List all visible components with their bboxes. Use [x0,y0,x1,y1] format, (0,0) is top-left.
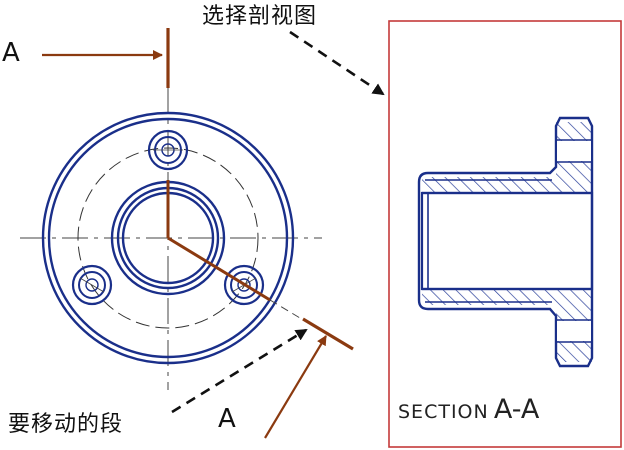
view-arrow-bottom [264,335,327,439]
cut-label-top: A [2,38,20,68]
section-view-caption[interactable]: SECTION A-A [398,396,539,423]
cut-segment-tail [269,299,306,322]
section-view-drawing[interactable] [417,116,594,368]
callout-leader-select-view [289,30,385,96]
section-caption-name: A-A [493,394,540,425]
bore-section [420,191,594,291]
callout-select-section-view: 选择剖视图 [202,4,318,29]
hub-wall-bottom-hatch [422,289,556,305]
cutting-plane-line[interactable] [42,28,354,439]
bolt-hole-top [147,129,189,171]
cut-label-bottom: A [218,404,236,434]
flange-front-view[interactable] [20,88,322,390]
bolt-hole-top-void [557,141,591,161]
hub-wall-top-hatch [422,177,556,193]
bolt-hole-left [71,264,113,306]
cut-segment-diagonal[interactable] [167,236,271,302]
callout-leader-segment [171,328,308,414]
flange-outer-edge [41,111,295,365]
section-outline [417,116,594,368]
bolt-circle [77,147,259,329]
flange-outer-chamfer [47,117,289,359]
bolt-hole-bottom-void [557,321,591,341]
bolt-hole-right [223,264,265,306]
section-view-frame[interactable] [388,20,622,448]
section-caption-prefix: SECTION [398,401,489,423]
cut-end-marker-bottom[interactable] [302,317,354,351]
callout-segment-to-move: 要移动的段 [8,412,124,437]
